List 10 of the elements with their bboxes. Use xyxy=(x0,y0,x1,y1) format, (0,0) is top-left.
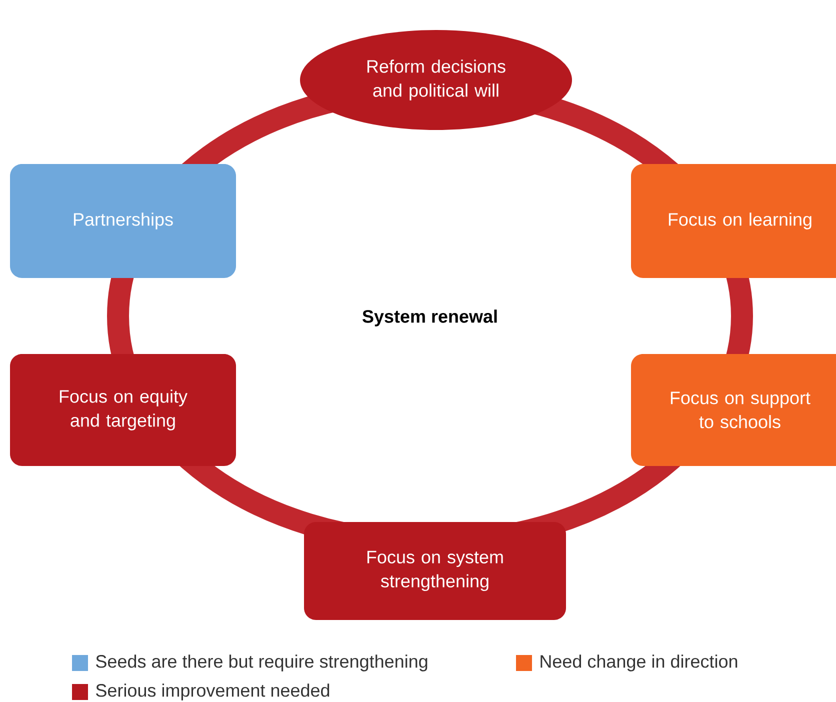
ellipse-node: Reform decisions and political will xyxy=(300,30,572,130)
center-label: System renewal xyxy=(362,310,497,326)
process-box: Focus on support to schools xyxy=(631,354,836,466)
legend-label: Seeds are there but require strengthening xyxy=(96,654,428,672)
process-box: Focus on equity and targeting xyxy=(10,354,236,466)
process-box: Partnerships xyxy=(10,164,236,278)
legend-label: Need change in direction xyxy=(540,654,738,672)
legend-label: Serious improvement needed xyxy=(96,684,330,700)
process-box: Focus on system strengthening xyxy=(304,522,566,620)
process-box: Focus on learning xyxy=(631,164,836,278)
